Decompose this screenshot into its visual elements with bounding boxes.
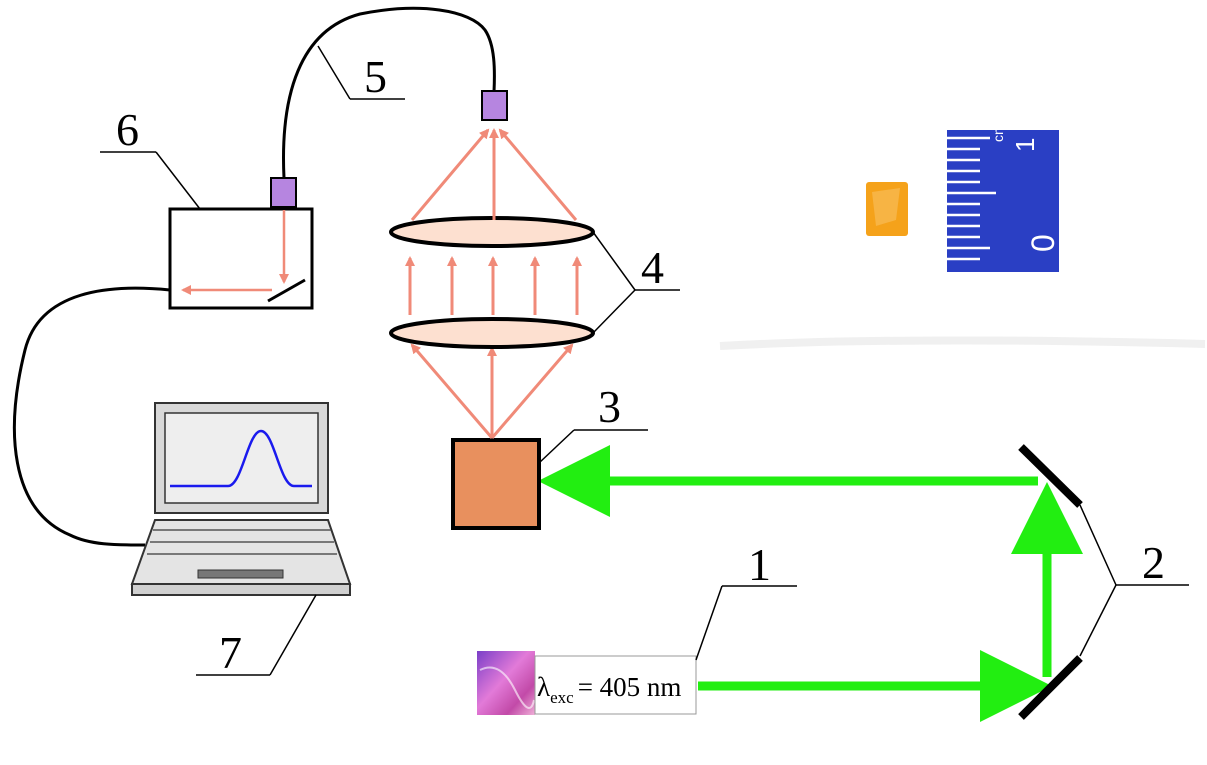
focused-ray (410, 128, 490, 221)
leader-line-3 (538, 429, 575, 464)
laser-beam-path (538, 445, 1083, 722)
label-1: 1 (748, 539, 771, 590)
laser-source: λexc= 405 nm 1 (477, 539, 797, 715)
laser-image (477, 651, 535, 715)
touchpad (197, 569, 284, 579)
mirrors: 2 (1018, 444, 1189, 720)
laptop-base (131, 583, 351, 596)
label-5: 5 (364, 51, 387, 102)
optical-fiber: 5 (270, 6, 508, 208)
leader-line-5 (317, 45, 351, 100)
laser-label-box (534, 655, 697, 715)
laptop-computer: 7 (130, 402, 352, 678)
data-cable (12, 286, 171, 547)
leader-line-2a (1079, 504, 1117, 586)
leader-line-4a (592, 231, 636, 291)
ruler-unit: cm (990, 123, 1006, 142)
leader-line-6 (155, 151, 201, 210)
leader-line-4b (592, 289, 636, 334)
fiber-connector-spectrometer (270, 177, 297, 208)
label-7: 7 (219, 627, 242, 678)
leader-line-2b (1079, 584, 1117, 657)
photo-faint-background (719, 336, 1206, 350)
sample-photo-inset: cm 1 0 (719, 123, 1206, 350)
ruler-mark-0: 0 (1025, 234, 1061, 252)
spectrometer-body (168, 207, 314, 310)
mirror-top (1018, 444, 1083, 508)
mirror-bottom (1018, 655, 1083, 720)
lambda-subscript: exc (550, 688, 574, 707)
leader-line-1 (695, 585, 723, 661)
excitation-wavelength: = 405 nm (578, 672, 682, 702)
laser-glow-streak (479, 666, 535, 709)
label-4: 4 (641, 242, 664, 293)
leader-line-7 (269, 594, 317, 676)
lens-lower (389, 317, 595, 349)
sample: 3 (451, 381, 648, 530)
lens-upper (389, 216, 595, 248)
emission-ray (490, 343, 574, 439)
label-6: 6 (116, 104, 139, 155)
label-2: 2 (1142, 537, 1165, 588)
fiber-connector-top (481, 90, 508, 121)
spectrum-curve (170, 429, 312, 488)
crystal-highlight (872, 188, 900, 226)
grating (267, 278, 306, 303)
ruler-ticks (947, 136, 996, 261)
svg-text:λexc= 405 nm: λexc= 405 nm (537, 672, 681, 707)
collection-optics: 4 (389, 128, 680, 439)
focused-ray (498, 128, 578, 221)
spectrometer: 6 (100, 104, 314, 310)
laptop-screen (164, 412, 319, 504)
sample-cuvette (451, 438, 541, 530)
lambda-symbol: λ (537, 672, 550, 702)
ruler-mark-1: 1 (1010, 138, 1040, 152)
emission-ray (410, 343, 494, 439)
fiber-cable (282, 6, 496, 179)
label-3: 3 (598, 381, 621, 432)
